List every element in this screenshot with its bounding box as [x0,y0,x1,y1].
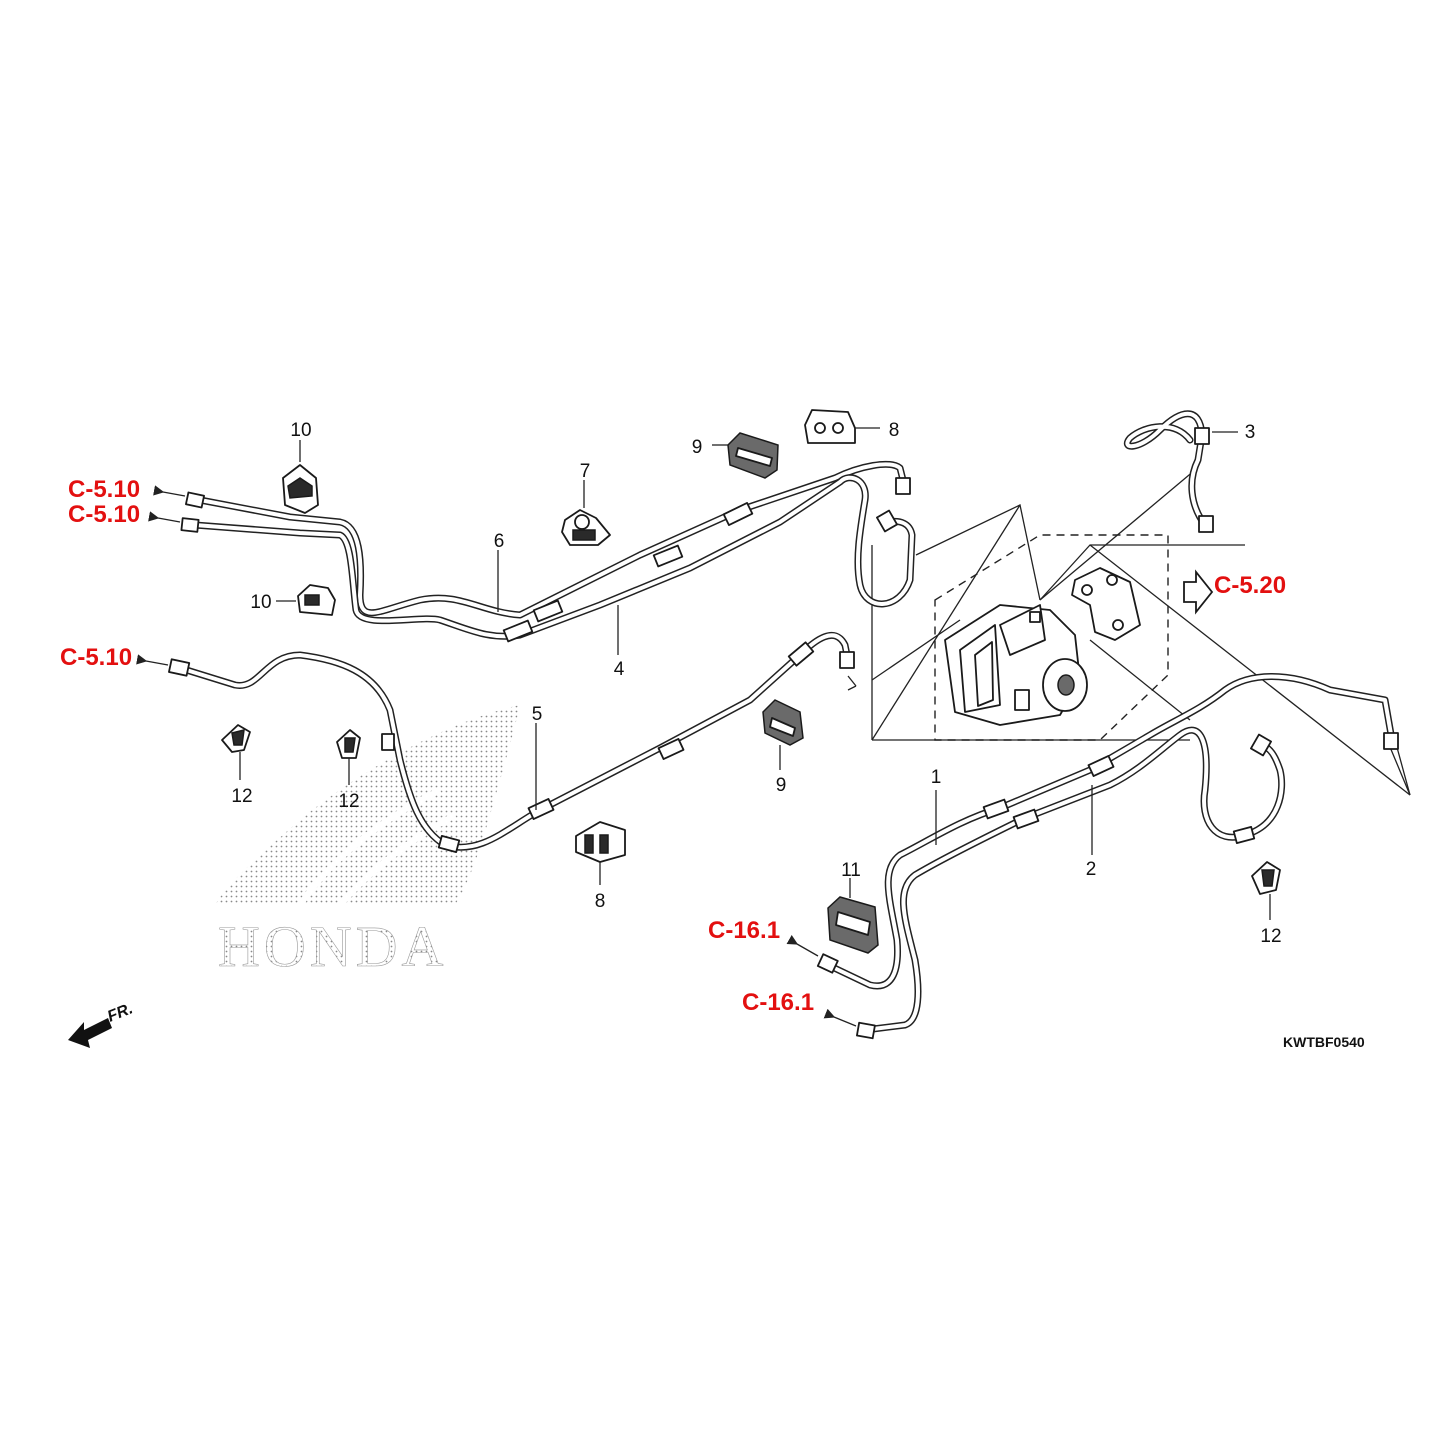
abs-modulator [944,604,1088,726]
arrow-right-icon [1183,569,1214,615]
diagram-code: KWTBF0540 [1283,1034,1365,1050]
clip-12-right [1251,861,1281,895]
reference-c-5-20[interactable]: C-5.20 [1214,572,1286,599]
clip-10-bottom [297,584,336,616]
grommet-9-bottom [762,699,804,746]
clip-12-left [221,724,251,753]
brake-pipe-3 [1124,410,1214,533]
abs-unit-frame [934,534,1169,741]
clip-8-top [804,409,856,444]
reference-arrows [136,485,1214,1027]
front-direction-indicator: FR. [68,1000,135,1048]
part-number-4: 4 [614,659,625,680]
brake-pipe-5 [168,631,855,854]
part-number-5: 5 [532,704,543,725]
reference-c-16-1-bottom[interactable]: C-16.1 [742,989,814,1016]
clip-7 [561,509,611,546]
part-number-6: 6 [494,531,505,552]
brake-pipe-6-and-4 [180,460,916,643]
clip-10-top [282,464,319,514]
grommet-9-top [727,432,779,479]
part-number-2: 2 [1086,859,1097,880]
reference-c-5-10-top[interactable]: C-5.10 [68,476,140,503]
three-way-joint [1071,567,1141,641]
front-label: FR. [105,1000,135,1025]
part-number-9-top: 9 [692,437,703,458]
part-number-9-bottom: 9 [776,775,787,796]
part-number-12-middle: 12 [338,791,359,812]
part-numbers: 1 2 3 4 5 6 7 8 8 9 9 10 10 11 12 12 12 [231,420,1281,947]
part-number-8-bottom: 8 [595,891,606,912]
part-number-3: 3 [1245,422,1256,443]
reference-c-5-10-middle[interactable]: C-5.10 [68,501,140,528]
part-number-10-top: 10 [290,420,311,441]
honda-wordmark: HONDA [218,914,447,979]
part-number-1: 1 [931,767,942,788]
clip-12-middle [336,729,361,759]
part-number-12-left: 12 [231,786,252,807]
reference-labels[interactable]: C-5.10 C-5.10 C-5.10 C-5.20 C-16.1 C-16.… [60,476,1286,1016]
clip-8-bottom [575,821,626,863]
part-number-11: 11 [841,860,861,881]
part-number-8-top: 8 [889,420,900,441]
part-number-leaders [239,427,1271,920]
grommet-11 [827,896,879,954]
part-number-10-bottom: 10 [250,592,271,613]
front-arrow-icon [68,1018,112,1048]
reference-c-16-1-top[interactable]: C-16.1 [708,917,780,944]
brake-pipe-1-and-2 [816,673,1399,1040]
honda-wing-logo: HONDA [215,705,520,979]
reference-c-5-10-bottom[interactable]: C-5.10 [60,644,132,671]
part-number-7: 7 [580,461,591,482]
part-number-12-right: 12 [1260,926,1281,947]
